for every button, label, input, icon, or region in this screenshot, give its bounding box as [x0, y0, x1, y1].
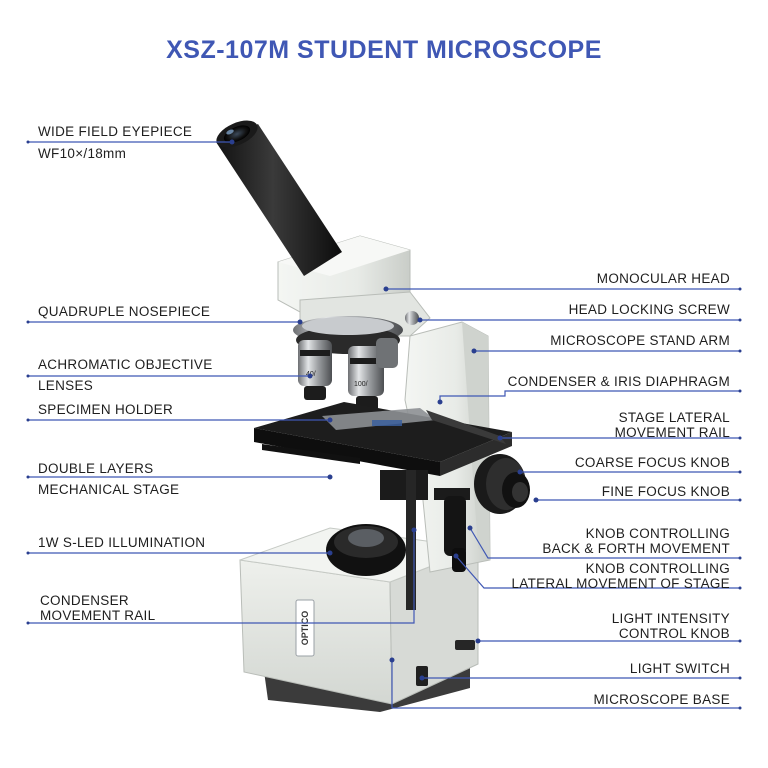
label-mech-stage-line1: DOUBLE LAYERS	[38, 461, 154, 476]
label-eyepiece: WIDE FIELD EYEPIECE	[38, 124, 193, 139]
leader-lines	[28, 141, 740, 709]
label-coarse-knob: COARSE FOCUS KNOB	[574, 455, 730, 470]
label-specimen-holder: SPECIMEN HOLDER	[38, 402, 174, 417]
label-condenser: CONDENSER & IRIS DIAPHRAGM	[507, 374, 730, 389]
back-forth-knob-icon	[444, 496, 466, 556]
label-light-switch: LIGHT SWITCH	[629, 661, 730, 676]
label-knob-bf-line1: KNOB CONTROLLING	[585, 526, 730, 541]
mechanical-stage	[254, 402, 512, 476]
label-mech-stage-line2: MECHANICAL STAGE	[38, 482, 180, 497]
label-objectives-line2: LENSES	[38, 378, 94, 393]
objective-lenses: 40/ 100/	[298, 338, 398, 412]
diagram-title: XSZ-107M STUDENT MICROSCOPE	[166, 36, 602, 64]
condenser-assembly	[380, 470, 470, 610]
label-base: MICROSCOPE BASE	[593, 692, 730, 707]
label-illumination: 1W S-LED ILLUMINATION	[38, 535, 206, 550]
label-stage-rail-line2: MOVEMENT RAIL	[614, 425, 730, 440]
label-knob-lat-line2: LATERAL MOVEMENT OF STAGE	[511, 576, 730, 591]
stage-rail-icon	[426, 410, 506, 444]
svg-text:100/: 100/	[354, 381, 368, 388]
eyepiece-tube	[216, 120, 342, 276]
svg-text:OPTICO: OPTICO	[300, 611, 310, 646]
label-eyepiece-spec: WF10×/18mm	[38, 146, 127, 161]
label-stage-rail-line1: STAGE LATERAL	[618, 410, 730, 425]
label-knob-bf-line2: BACK & FORTH MOVEMENT	[542, 541, 730, 556]
optico-logo: OPTICO	[295, 599, 315, 657]
intensity-knob-icon	[455, 640, 475, 650]
label-head-screw: HEAD LOCKING SCREW	[568, 302, 730, 317]
label-stand-arm: MICROSCOPE STAND ARM	[550, 333, 730, 348]
label-knob-lat-line1: KNOB CONTROLLING	[585, 561, 730, 576]
led-illuminator	[326, 524, 406, 576]
focus-knobs	[474, 454, 530, 514]
locking-screw-icon	[405, 311, 419, 325]
label-light-intensity-line1: LIGHT INTENSITY	[611, 611, 730, 626]
label-fine-knob: FINE FOCUS KNOB	[601, 484, 730, 499]
label-objectives-line1: ACHROMATIC OBJECTIVE	[38, 357, 213, 372]
label-monocular-head: MONOCULAR HEAD	[596, 271, 730, 286]
label-light-intensity-line2: CONTROL KNOB	[618, 626, 730, 641]
label-condenser-rail-line2: MOVEMENT RAIL	[40, 608, 156, 623]
leader-dots	[26, 139, 742, 710]
label-nosepiece: QUADRUPLE NOSEPIECE	[38, 304, 211, 319]
label-condenser-rail-line1: CONDENSER	[40, 593, 129, 608]
